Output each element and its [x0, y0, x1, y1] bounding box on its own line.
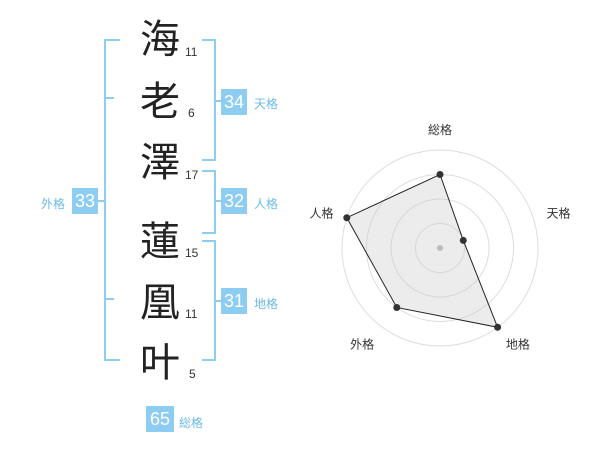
name-char-3: 澤	[140, 140, 180, 186]
radar-axis-label-1: 総格	[428, 122, 452, 137]
stroke-count-1: 11	[185, 45, 198, 59]
stroke-count-2: 6	[188, 106, 195, 120]
soukaku-value: 65	[146, 406, 174, 432]
jinkaku-bracket	[202, 170, 216, 234]
radar-point-3	[494, 323, 502, 331]
stroke-count-6: 5	[189, 367, 196, 381]
gaikaku-bracket-tick-top	[104, 97, 114, 99]
stroke-count-3: 17	[185, 168, 199, 182]
chikaku-label: 地格	[254, 297, 279, 311]
tenkaku-connector	[214, 100, 222, 102]
radar-point-4	[393, 303, 401, 311]
chikaku-value: 31	[221, 288, 247, 314]
jinkaku-connector	[214, 200, 222, 202]
gaikaku-connector	[96, 200, 106, 202]
gaikaku-bracket-tick-bottom	[104, 298, 114, 300]
tenkaku-value: 34	[221, 89, 247, 115]
gaikaku-bracket	[104, 39, 120, 361]
soukaku-label: 総格	[179, 416, 204, 430]
radar-point-5	[343, 214, 351, 222]
stroke-count-4: 15	[185, 246, 199, 260]
chikaku-connector	[214, 300, 222, 302]
name-char-6: 叶	[140, 340, 180, 386]
jinkaku-label: 人格	[254, 197, 279, 211]
radar-point-1	[436, 171, 444, 178]
gaikaku-label: 外格	[41, 197, 66, 211]
radar-axis-label-2: 天格	[547, 205, 571, 220]
jinkaku-value: 32	[221, 188, 247, 214]
radar-center-dot	[437, 245, 443, 251]
radar-series-area	[346, 173, 499, 328]
name-char-1: 海	[140, 17, 180, 63]
radar-axis-label-4: 外格	[350, 337, 374, 352]
name-char-4: 蓮	[140, 219, 180, 265]
name-char-2: 老	[140, 79, 180, 125]
radar-axis-label-5: 人格	[309, 205, 333, 220]
radar-point-2	[459, 236, 467, 244]
gaikaku-value: 33	[72, 188, 98, 214]
stroke-count-5: 11	[185, 307, 198, 321]
tenkaku-label: 天格	[254, 97, 279, 111]
radar-axis-label-3: 地格	[506, 337, 530, 352]
name-char-5: 凰	[140, 280, 180, 326]
